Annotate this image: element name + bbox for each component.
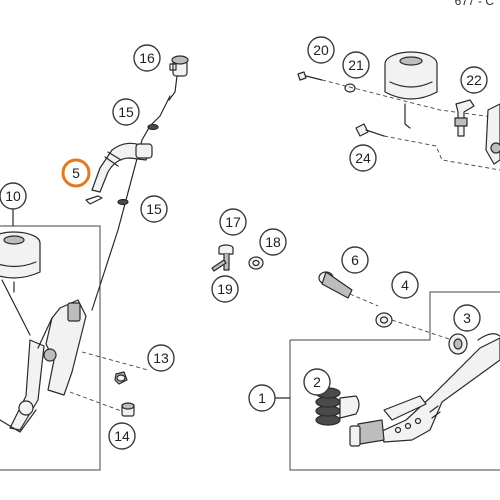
callout-14[interactable]: 14 — [108, 422, 136, 450]
rear-brake-reservoir — [384, 51, 438, 129]
svg-text:4: 4 — [401, 277, 409, 293]
svg-text:22: 22 — [466, 72, 482, 88]
svg-text:21: 21 — [348, 57, 364, 73]
callout-3[interactable]: 3 — [453, 304, 481, 332]
svg-text:13: 13 — [153, 350, 169, 366]
part-19-pin — [211, 259, 227, 272]
leader-4 — [391, 319, 453, 341]
part-18-washer — [248, 256, 264, 270]
svg-text:17: 17 — [225, 214, 241, 230]
svg-text:14: 14 — [114, 428, 130, 444]
callout-20[interactable]: 20 — [307, 36, 335, 64]
page-corner-text: 677 - C — [454, 0, 494, 8]
part-20-screw — [297, 71, 323, 81]
part-15-hose-clip-upper — [147, 123, 159, 131]
svg-text:16: 16 — [139, 50, 155, 66]
part-13-nut — [114, 371, 128, 385]
part-15-hose-clip-lower — [117, 198, 129, 206]
callout-21[interactable]: 21 — [342, 51, 370, 79]
callout-22[interactable]: 22 — [460, 66, 488, 94]
callout-16[interactable]: 16 — [133, 44, 161, 72]
callout-6[interactable]: 6 — [341, 246, 369, 274]
master-cylinder-body — [0, 279, 87, 433]
callout-10[interactable]: 10 — [0, 182, 27, 210]
part-16-connector — [168, 55, 189, 101]
svg-text:24: 24 — [355, 150, 371, 166]
svg-text:2: 2 — [313, 374, 321, 390]
leader-6 — [349, 293, 379, 307]
callout-18[interactable]: 18 — [259, 228, 287, 256]
assembly-frame-foot-brake-lever — [289, 291, 500, 471]
part-22-bracket — [454, 99, 475, 137]
svg-text:18: 18 — [265, 234, 281, 250]
callout-24[interactable]: 24 — [349, 144, 377, 172]
leader-13 — [81, 351, 149, 371]
callout-17[interactable]: 17 — [219, 208, 247, 236]
svg-text:10: 10 — [5, 188, 21, 204]
callout-19[interactable]: 19 — [211, 275, 239, 303]
part-10-brake-fluid-reservoir — [0, 231, 41, 293]
callout-5[interactable]: 5 — [61, 158, 91, 188]
callout-15-upper[interactable]: 15 — [112, 98, 140, 126]
svg-text:20: 20 — [313, 42, 329, 58]
svg-text:15: 15 — [146, 201, 162, 217]
svg-text:15: 15 — [118, 104, 134, 120]
callout-4[interactable]: 4 — [391, 271, 419, 299]
part-1-foot-brake-lever — [349, 333, 500, 447]
part-21-washer — [344, 83, 356, 93]
svg-text:3: 3 — [463, 310, 471, 326]
part-3-bushing — [448, 333, 468, 355]
part-5-reservoir-hose — [85, 142, 153, 205]
callout-15-lower[interactable]: 15 — [140, 195, 168, 223]
callout-1[interactable]: 1 — [248, 384, 276, 412]
rear-mount-part — [485, 103, 500, 165]
svg-text:6: 6 — [351, 252, 359, 268]
leader-14 — [69, 391, 125, 413]
svg-text:5: 5 — [72, 165, 80, 181]
leader-24 — [383, 135, 500, 171]
part-6-pivot-bolt — [318, 271, 353, 299]
svg-text:1: 1 — [258, 390, 266, 406]
part-14-screw — [121, 402, 135, 417]
brake-hose — [91, 95, 171, 311]
leader-20-21 — [321, 79, 500, 119]
callout-2[interactable]: 2 — [303, 368, 331, 396]
part-4-washer — [375, 312, 393, 328]
part-24-bolt — [355, 123, 385, 137]
callout-13[interactable]: 13 — [147, 344, 175, 372]
assembly-frame-master-cylinder — [0, 225, 101, 471]
svg-text:19: 19 — [217, 281, 233, 297]
